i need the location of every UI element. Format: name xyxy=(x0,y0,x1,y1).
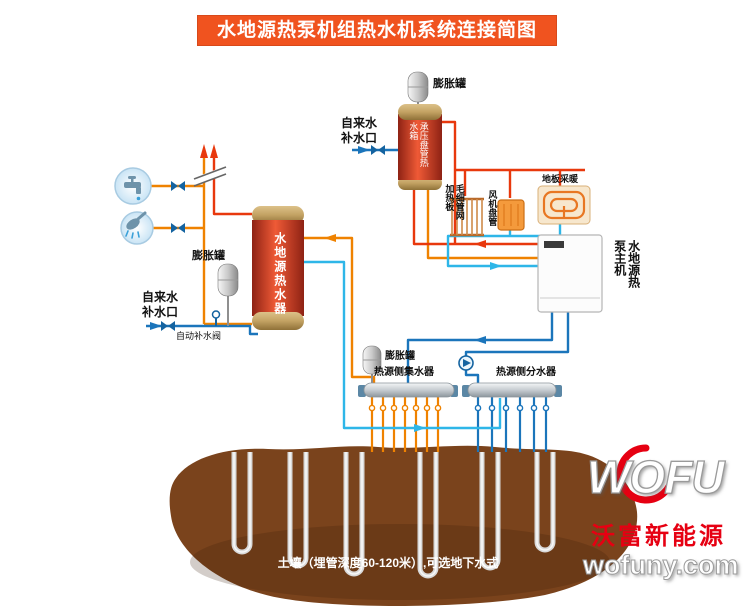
heat-pump-unit-box xyxy=(537,234,603,313)
supply-pipes xyxy=(212,120,585,246)
brand-name: 沃富新能源 xyxy=(591,523,726,550)
logo-swirl-icon xyxy=(616,444,676,504)
auto-fill-valve-symbol xyxy=(211,310,221,326)
expansion-tank-left-label: 膨胀罐 xyxy=(192,250,225,262)
heat-pump-unit-label: 水地源热泵主机 xyxy=(612,240,641,288)
tap-water-inlet-top-label: 自来水 补水口 xyxy=(341,116,378,145)
tap-water-inlet-left-label: 自来水 补水口 xyxy=(142,290,179,319)
expansion-tank-top-label: 膨胀罐 xyxy=(433,78,466,90)
collector-stub-valves xyxy=(368,404,442,412)
brand-logo: WOFU 沃富新能源 wofuny.com xyxy=(583,444,750,598)
faucet-icon xyxy=(114,167,152,205)
flow-arrows xyxy=(150,144,502,432)
brand-logo-text: WOFU xyxy=(586,450,725,503)
circulation-pump xyxy=(458,355,474,371)
capillary-panel xyxy=(450,197,484,237)
auto-fill-valve-label: 自动补水阀 xyxy=(176,331,222,341)
expansion-tank-top-shape xyxy=(407,71,429,103)
floor-heating-label: 地板采暖 xyxy=(542,174,579,184)
pressure-coil-tank xyxy=(398,104,442,190)
source-water-heater-tank xyxy=(252,206,304,330)
diagram-title: 水地源热泵机组热水机系统连接简图 xyxy=(197,15,557,46)
shower-icon xyxy=(120,211,154,245)
pipe-break-marks xyxy=(192,166,228,187)
fan-coil-unit xyxy=(497,199,525,231)
soil-mound xyxy=(169,445,638,606)
capillary-panel-label: 毛细管网加热板 xyxy=(444,184,465,220)
distributor-label: 热源侧分水器 xyxy=(496,367,556,378)
floor-heating-coil xyxy=(537,185,591,225)
ground-note: 土壤（埋管深度60-120米）,可选地下水式 xyxy=(277,556,499,570)
distributor-stub-valves xyxy=(474,404,550,412)
expansion-tank-left-shape xyxy=(217,263,239,297)
expansion-tank-mid-label: 膨胀罐 xyxy=(385,351,415,362)
ground-loops xyxy=(231,452,556,579)
pressure-coil-tank-label: 承压盘管热水箱 xyxy=(408,122,429,167)
expansion-tank-mid-shape xyxy=(362,345,382,375)
fan-coil-label: 风机盘管 xyxy=(487,190,498,226)
source-water-heater-label: 水地源热水器 xyxy=(272,232,287,316)
distributor-manifold xyxy=(462,382,562,398)
valves xyxy=(161,145,385,331)
collector-label: 热源侧集水器 xyxy=(374,367,434,378)
collector-manifold xyxy=(358,382,458,398)
brand-website: wofuny.com xyxy=(583,550,740,581)
